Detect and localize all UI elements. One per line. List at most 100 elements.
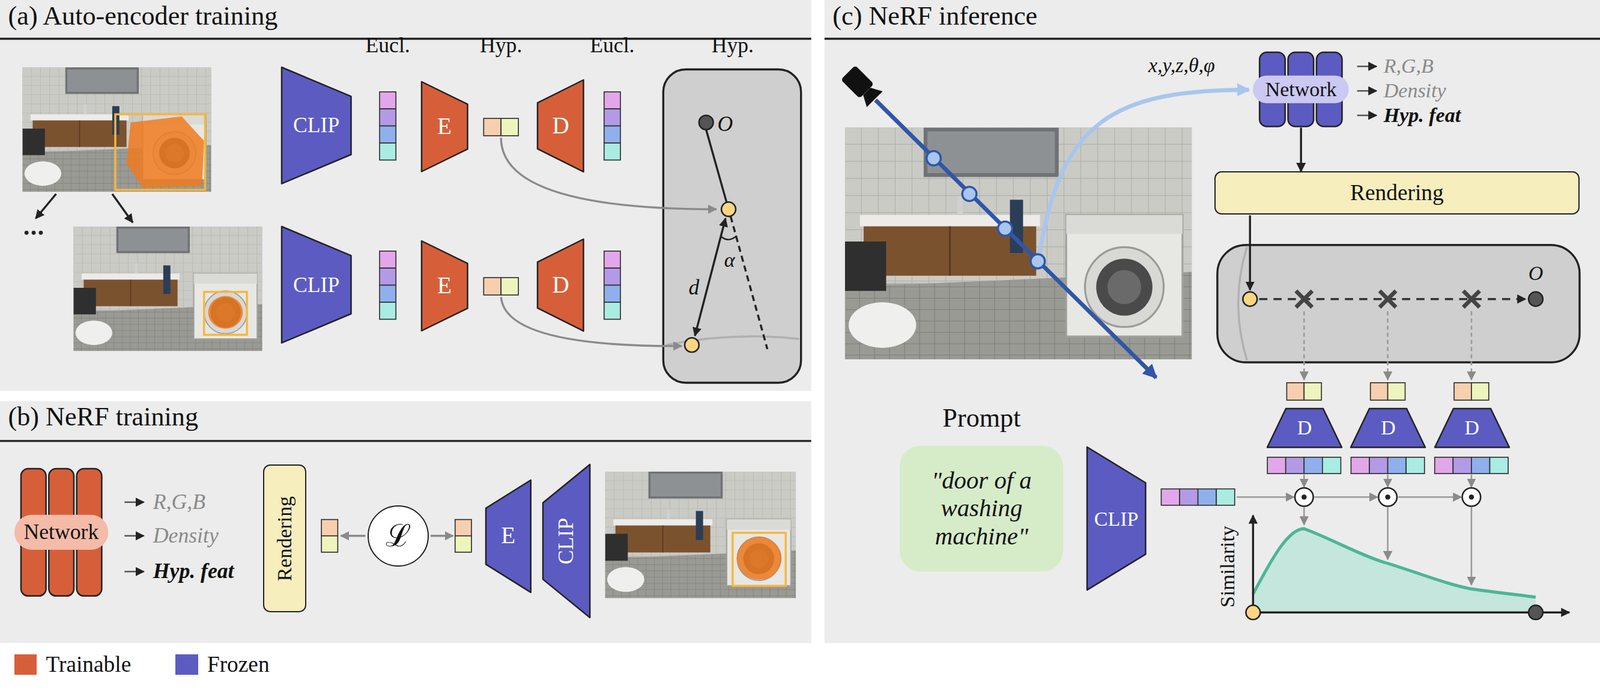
scene-photo [204, 291, 247, 335]
header-rule [824, 37, 1600, 40]
scene-photo [208, 296, 244, 329]
embedding-vector [1454, 382, 1489, 400]
sample-arrow [1386, 506, 1389, 560]
panel-background [0, 0, 812, 391]
block-shape [485, 479, 531, 593]
block-label: CLIP [553, 517, 579, 564]
crop-arrow [112, 193, 133, 223]
crop-arrow [35, 193, 56, 219]
camera-ray [962, 186, 977, 202]
block-label: E [437, 112, 452, 140]
distance-label: d [688, 275, 700, 301]
block-label: Network [1265, 77, 1337, 101]
output-arrow [124, 570, 144, 573]
block-label: D [1297, 415, 1313, 440]
scene-photo [126, 116, 205, 188]
sample-arrow [1303, 474, 1306, 487]
rendering-block: Rendering [263, 464, 306, 613]
block-shape [1087, 446, 1146, 590]
loss-circle: ℒ [367, 505, 429, 567]
space-label: Hyp. [711, 33, 754, 59]
output-label: Density [153, 523, 219, 548]
sample-arrow [1398, 496, 1462, 498]
camera-ray [840, 64, 1250, 378]
similarity-chart [1252, 515, 1255, 613]
projection-arrow [500, 296, 682, 346]
scene-photo [73, 226, 262, 351]
hyperbolic-space [699, 115, 714, 130]
output-label: Hyp. feat [1383, 103, 1461, 127]
block-label: E [500, 521, 516, 549]
hyperbolic-space [1296, 290, 1313, 307]
space-label: Eucl. [589, 33, 635, 59]
decoder-block: D [1434, 408, 1510, 448]
camera-ray [998, 221, 1013, 237]
clip-encoder: CLIP [542, 464, 590, 618]
block-shape [537, 79, 584, 172]
camera-ray [1030, 254, 1046, 269]
legend-swatch [175, 654, 198, 675]
block-label: D [1464, 415, 1480, 440]
panel-title: (b) NeRF training [8, 401, 199, 433]
hyperbolic-space [694, 218, 726, 336]
similarity-chart [1245, 604, 1261, 620]
hyperbolic-space [663, 69, 801, 383]
decoder-block: D [1267, 408, 1342, 448]
hyperbolic-space [684, 337, 700, 352]
prompt-box: Prompt"door of a washing machine" [899, 445, 1064, 572]
camera-ray [858, 83, 883, 108]
hyperbolic-space [706, 129, 727, 203]
prompt-text: "door of a washing machine" [905, 466, 1059, 552]
embedding-vector [379, 251, 396, 319]
hyperbolic-space [1217, 215, 1580, 363]
projection-arrow [340, 534, 366, 537]
encoder-block: E [485, 479, 531, 593]
block-label: Rendering [272, 495, 297, 581]
decoder-block: D [537, 79, 584, 172]
embedding-vector [455, 519, 472, 552]
output-label: Hyp. feat [153, 559, 235, 584]
angle-label: α [724, 248, 736, 273]
axis-label: Similarity [1215, 525, 1240, 608]
block-label: CLIP [293, 112, 340, 138]
sample-arrow [1236, 311, 1472, 585]
panel-background [824, 0, 1600, 643]
scene-photo [22, 67, 1192, 598]
similarity-chart [1528, 604, 1543, 620]
scene-photo [115, 114, 206, 190]
output-arrow [124, 535, 144, 537]
panel-background [0, 0, 1600, 643]
crop-arrow [35, 193, 133, 223]
block-shape [1434, 408, 1510, 448]
embedding-vector [483, 277, 519, 295]
origin-label: O [1528, 261, 1544, 286]
loss-symbol: ℒ [385, 518, 411, 554]
output-arrow [1357, 114, 1377, 117]
block-label: D [551, 271, 569, 299]
camera-ray [840, 64, 883, 107]
panel-title: (a) Auto-encoder training [8, 1, 279, 32]
output-arrow [124, 500, 144, 503]
hyperbolic-space [1217, 245, 1580, 363]
hyperbolic-space [1242, 291, 1258, 307]
clip-encoder: CLIP [1087, 446, 1146, 590]
panel-title: (c) NeRF inference [832, 1, 1038, 32]
embedding-vector [321, 519, 338, 552]
network-band [14, 514, 109, 550]
projection-arrow [430, 534, 453, 537]
encoder-block: E [421, 81, 468, 172]
embedding-vector [1350, 457, 1425, 474]
header-rule [0, 39, 1600, 441]
hyperbolic-space [1379, 290, 1396, 307]
dot-product-symbol [1469, 494, 1474, 500]
block-label: D [1380, 415, 1396, 440]
space-label: Hyp. [479, 33, 522, 59]
sample-arrow [1470, 506, 1473, 585]
hyperbolic-space [1379, 290, 1396, 307]
embedding-vector [1160, 488, 1235, 506]
hyperbolic-space [1528, 291, 1543, 307]
projection-arrow [340, 137, 716, 536]
block-shape [537, 239, 584, 331]
output-arrow [1357, 90, 1377, 92]
